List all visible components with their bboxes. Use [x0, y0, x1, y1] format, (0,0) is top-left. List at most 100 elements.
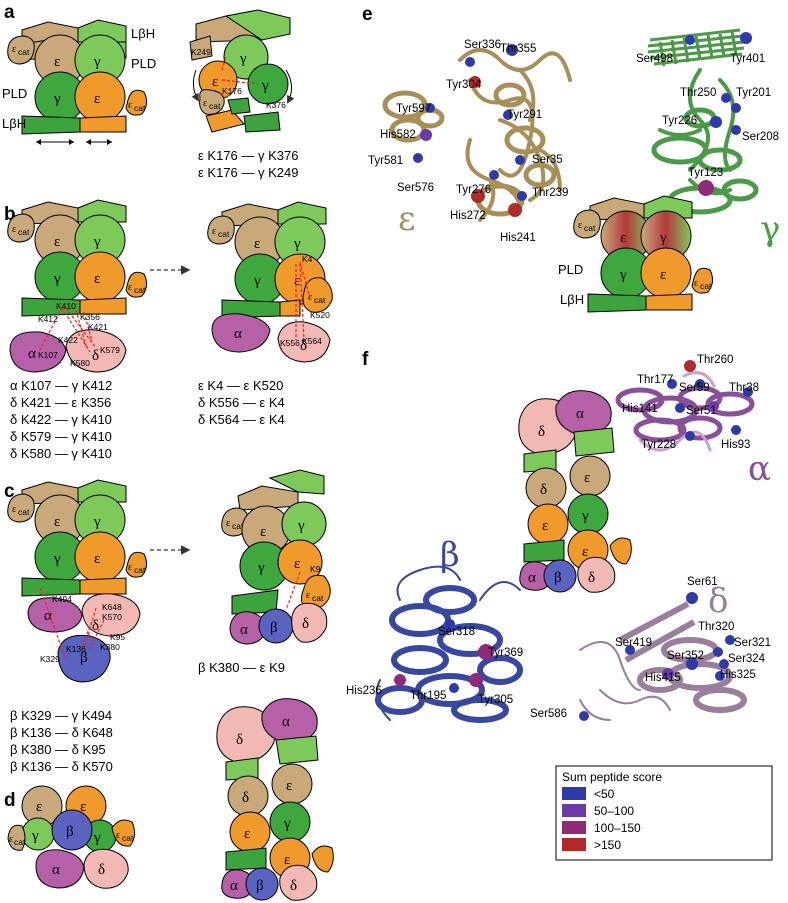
delta-greek-label: δ	[708, 581, 728, 621]
svg-text:His141: His141	[622, 403, 658, 415]
svg-text:γ: γ	[257, 560, 265, 576]
svg-text:cat: cat	[232, 521, 244, 531]
svg-text:ε: ε	[582, 544, 588, 560]
svg-text:cat: cat	[134, 103, 146, 113]
svg-text:Ser576: Ser576	[397, 182, 434, 194]
svg-text:α: α	[28, 346, 36, 362]
svg-text:β K136 — δ K648: β K136 — δ K648	[10, 725, 113, 740]
site-K422: K422	[58, 335, 78, 345]
svg-text:ε: ε	[660, 267, 666, 283]
svg-text:ε: ε	[9, 834, 13, 845]
label-pld-e: PLD	[558, 262, 583, 277]
site-K376: K376	[266, 100, 286, 110]
svg-text:cat: cat	[209, 101, 221, 111]
alpha-greek-label: α	[748, 449, 771, 489]
svg-text:Tyr276: Tyr276	[456, 184, 491, 196]
svg-text:His582: His582	[380, 129, 416, 141]
label-lbh-left: LβH	[2, 116, 26, 131]
svg-text:Thr355: Thr355	[500, 43, 536, 55]
svg-text:δ K422 — γ K410: δ K422 — γ K410	[10, 412, 112, 427]
svg-text:α: α	[240, 622, 248, 638]
svg-text:β K380 — δ K95: β K380 — δ K95	[10, 742, 106, 757]
svg-text:Ser35: Ser35	[532, 154, 563, 166]
svg-text:γ: γ	[93, 830, 101, 846]
beta-greek-label: β	[440, 535, 460, 575]
svg-text:Thr195: Thr195	[410, 690, 446, 702]
beta-residue-labels: Ser318 Tyr369 His236 Thr195 Tyr305	[346, 626, 523, 706]
panel-c-crosslink-right: β K380 — ε K9	[198, 660, 285, 675]
svg-text:Tyr305: Tyr305	[478, 694, 513, 706]
svg-text:ε: ε	[94, 271, 100, 287]
svg-text:cat: cat	[134, 285, 146, 295]
epsilon-greek-label: ε	[398, 199, 416, 239]
svg-text:α: α	[44, 608, 52, 624]
svg-text:ε: ε	[306, 590, 310, 601]
svg-text:Ser318: Ser318	[438, 626, 475, 638]
site-K410: K410	[56, 301, 76, 311]
svg-text:α: α	[52, 862, 60, 878]
site-K564: K564	[302, 336, 322, 346]
svg-text:His325: His325	[720, 669, 756, 681]
svg-text:Thr260: Thr260	[697, 354, 733, 366]
legend-swatch-2	[562, 821, 586, 834]
svg-text:δ: δ	[290, 878, 297, 894]
svg-text:Tyr201: Tyr201	[736, 87, 771, 99]
svg-text:cat: cat	[312, 593, 324, 603]
legend-label-2: 100–150	[594, 821, 641, 835]
svg-text:α K107 — γ K412: α K107 — γ K412	[10, 378, 112, 393]
svg-text:δ K564 — ε K4: δ K564 — ε K4	[198, 412, 285, 427]
svg-text:δ: δ	[92, 348, 99, 364]
panel-label-b: b	[4, 204, 16, 225]
svg-text:δ: δ	[588, 570, 595, 586]
label-lbh-e: LβH	[560, 292, 584, 307]
svg-text:γ: γ	[293, 236, 301, 252]
legend-label-1: 50–100	[594, 804, 634, 818]
svg-text:Tyr123: Tyr123	[688, 167, 723, 179]
svg-text:γ: γ	[297, 518, 305, 534]
svg-text:ε: ε	[294, 556, 300, 572]
svg-text:His93: His93	[721, 439, 750, 451]
svg-text:Tyr226: Tyr226	[662, 115, 697, 127]
site-K249: K249	[191, 47, 211, 57]
panel-a-crosslink-list: ε K176 — γ K376 ε K176 — γ K249	[198, 148, 298, 180]
svg-text:α: α	[282, 714, 290, 730]
delta-structure	[579, 592, 747, 721]
svg-text:α: α	[234, 326, 242, 342]
score-legend: Sum peptide score <50 50–100 100–150 >15…	[555, 765, 773, 861]
svg-text:δ: δ	[300, 338, 307, 354]
svg-text:β K136 — δ K570: β K136 — δ K570	[10, 759, 113, 774]
svg-text:δ: δ	[236, 732, 243, 748]
site-K176: K176	[222, 86, 242, 96]
svg-text:cat: cat	[18, 227, 30, 237]
svg-text:γ: γ	[283, 816, 291, 832]
site-K421: K421	[88, 322, 108, 332]
svg-text:Ser61: Ser61	[687, 576, 718, 588]
svg-text:cat: cat	[18, 47, 30, 57]
svg-text:α: α	[576, 406, 584, 422]
svg-text:δ: δ	[98, 862, 105, 878]
svg-text:δ K421 — ε K356: δ K421 — ε K356	[10, 395, 111, 410]
svg-text:δ K556 — ε K4: δ K556 — ε K4	[198, 395, 285, 410]
svg-text:ε: ε	[578, 220, 582, 231]
svg-text:ε: ε	[694, 278, 698, 289]
site-K329: K329	[40, 654, 60, 664]
svg-text:Thr239: Thr239	[532, 187, 568, 199]
svg-text:β: β	[66, 824, 74, 840]
svg-text:ε: ε	[80, 799, 86, 815]
svg-text:His236: His236	[346, 685, 382, 697]
svg-text:ε: ε	[226, 518, 230, 529]
svg-text:ε: ε	[54, 514, 60, 530]
svg-text:γ: γ	[239, 51, 247, 67]
svg-text:α: α	[230, 878, 238, 894]
alpha-residue-labels: Thr260 Thr177 Ser59 Thr38 His141 Ser51 T…	[622, 354, 759, 451]
svg-text:cat: cat	[18, 507, 30, 517]
svg-text:β K329 — γ K494: β K329 — γ K494	[10, 708, 112, 723]
site-K412: K412	[38, 314, 58, 324]
legend-swatch-0	[562, 787, 586, 800]
svg-text:ε K176 — γ K249: ε K176 — γ K249	[198, 165, 298, 180]
site-K648: K648	[102, 602, 122, 612]
svg-text:Ser324: Ser324	[728, 653, 766, 665]
